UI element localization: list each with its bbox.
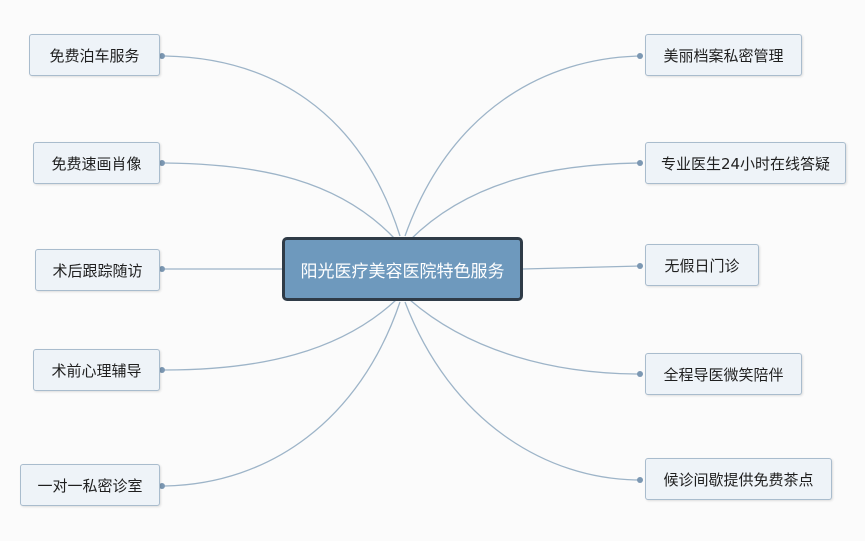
topic-left-1[interactable]: 免费泊车服务 bbox=[29, 34, 160, 76]
topic-label: 免费泊车服务 bbox=[49, 46, 140, 65]
connector-dot-left-2 bbox=[159, 160, 165, 166]
topic-label: 候诊间歇提供免费茶点 bbox=[663, 470, 814, 489]
connector-dot-left-1 bbox=[159, 53, 165, 59]
connector-left-2 bbox=[164, 162, 397, 241]
topic-right-2[interactable]: 专业医生24小时在线答疑 bbox=[645, 142, 846, 184]
connector-dot-left-5 bbox=[159, 483, 165, 489]
topic-label: 术后跟踪随访 bbox=[52, 261, 143, 280]
topic-right-5[interactable]: 候诊间歇提供免费茶点 bbox=[645, 458, 832, 500]
connector-right-5 bbox=[404, 301, 641, 481]
topic-label: 一对一私密诊室 bbox=[37, 476, 143, 495]
connector-right-3 bbox=[522, 265, 641, 270]
connector-dot-left-3 bbox=[159, 266, 165, 272]
topic-left-5[interactable]: 一对一私密诊室 bbox=[20, 464, 160, 506]
topic-label: 全程导医微笑陪伴 bbox=[663, 365, 784, 384]
connector-left-1 bbox=[164, 55, 401, 237]
central-topic[interactable]: 阳光医疗美容医院特色服务 bbox=[282, 237, 523, 301]
topic-label: 美丽档案私密管理 bbox=[663, 46, 784, 65]
connector-left-4 bbox=[164, 299, 397, 371]
connector-right-1 bbox=[404, 55, 641, 237]
connector-dot-right-5 bbox=[637, 477, 643, 483]
topic-left-2[interactable]: 免费速画肖像 bbox=[33, 142, 160, 184]
topic-label: 无假日门诊 bbox=[664, 256, 740, 275]
connector-dot-right-2 bbox=[637, 160, 643, 166]
topic-left-3[interactable]: 术后跟踪随访 bbox=[35, 249, 160, 291]
topic-right-3[interactable]: 无假日门诊 bbox=[645, 244, 759, 286]
connector-left-5 bbox=[164, 301, 401, 487]
topic-label: 术前心理辅导 bbox=[51, 361, 142, 380]
topic-label: 免费速画肖像 bbox=[51, 154, 142, 173]
connector-dot-right-3 bbox=[637, 263, 643, 269]
topic-label: 专业医生24小时在线答疑 bbox=[660, 154, 831, 173]
connector-dot-left-4 bbox=[159, 367, 165, 373]
topic-right-4[interactable]: 全程导医微笑陪伴 bbox=[645, 353, 802, 395]
connector-dot-right-1 bbox=[637, 53, 643, 59]
connector-right-2 bbox=[409, 162, 641, 241]
connector-right-4 bbox=[409, 299, 641, 375]
connector-dot-right-4 bbox=[637, 371, 643, 377]
topic-left-4[interactable]: 术前心理辅导 bbox=[33, 349, 160, 391]
central-topic-label: 阳光医疗美容医院特色服务 bbox=[300, 261, 505, 282]
topic-right-1[interactable]: 美丽档案私密管理 bbox=[645, 34, 802, 76]
